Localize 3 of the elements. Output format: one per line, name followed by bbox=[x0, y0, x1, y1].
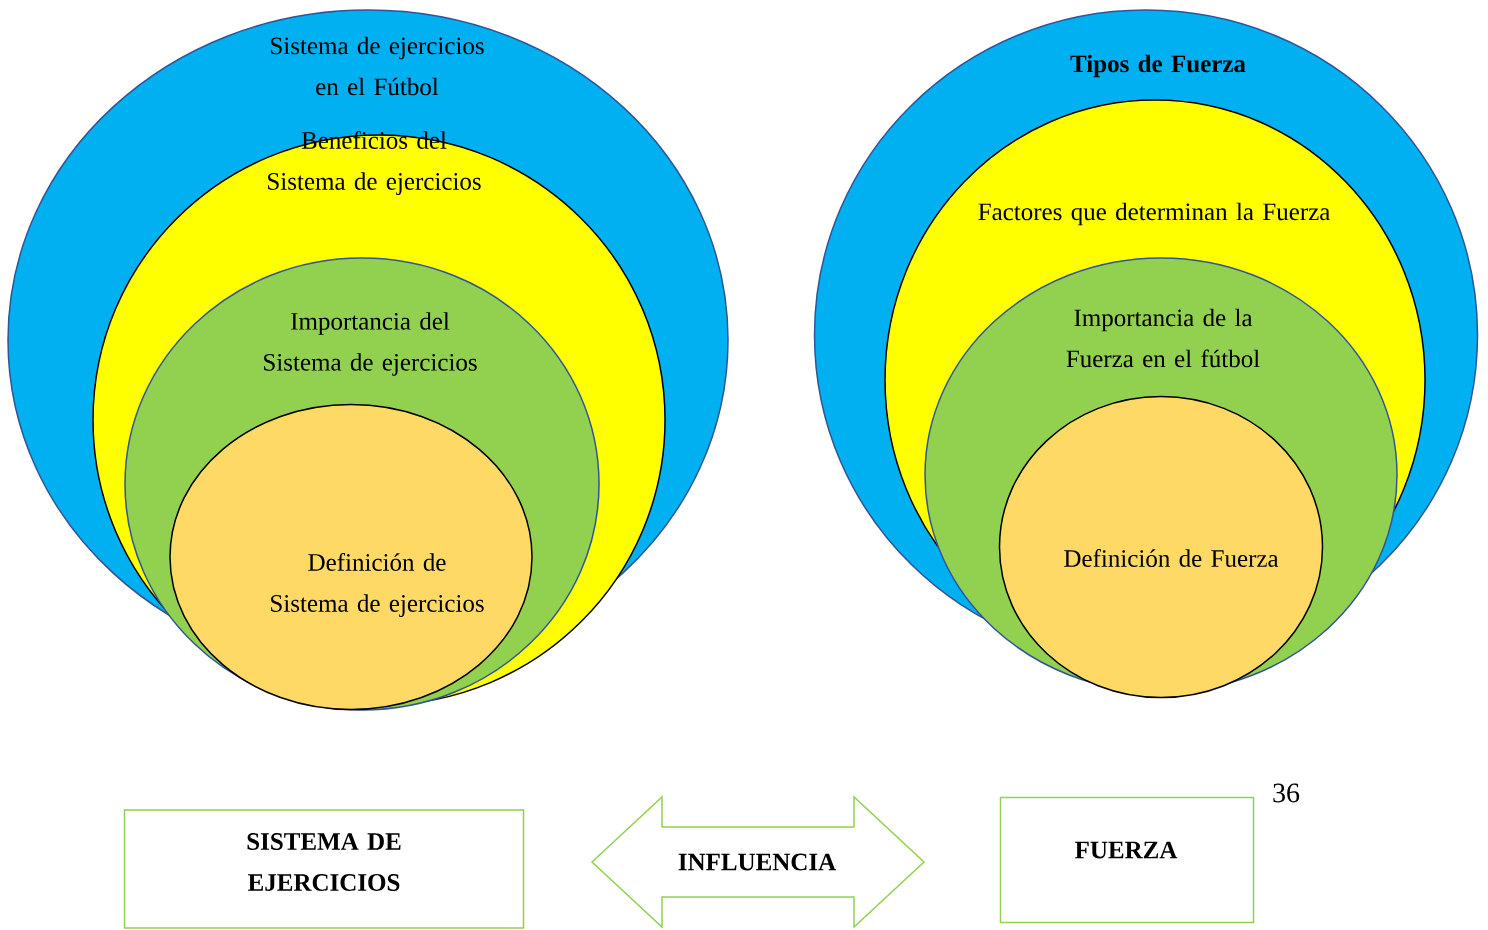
page-number: 36 bbox=[1273, 783, 1300, 803]
concept-box: SISTEMA DE EJERCICIOS bbox=[123, 809, 525, 929]
concept-box: FUERZA bbox=[999, 796, 1255, 924]
